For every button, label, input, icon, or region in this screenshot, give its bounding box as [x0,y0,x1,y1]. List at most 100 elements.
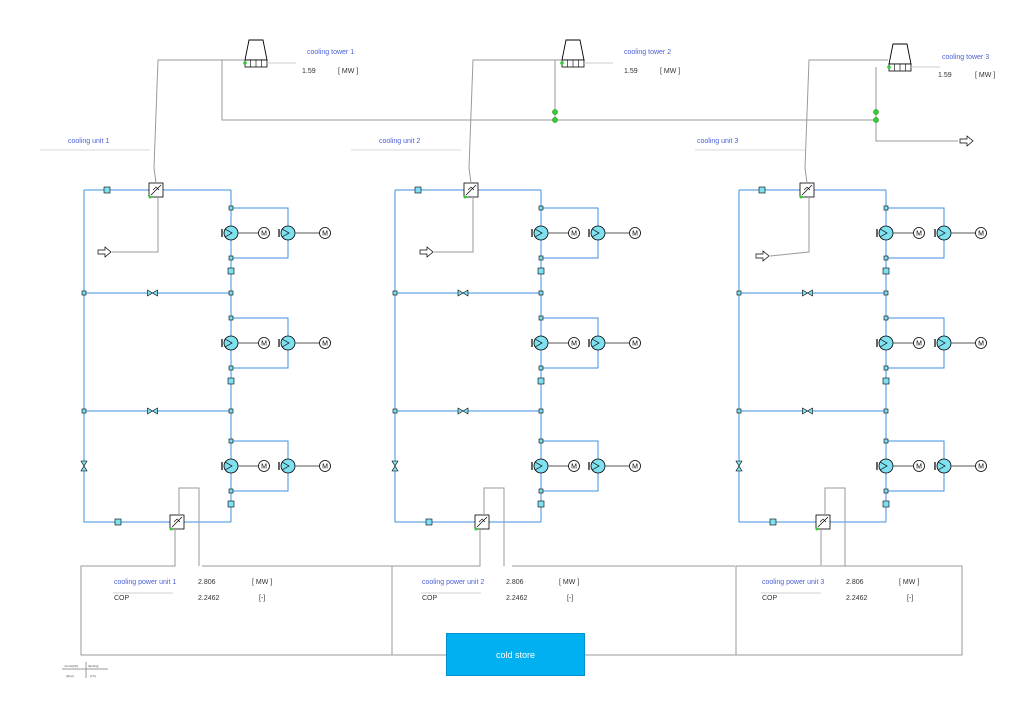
unit-2-row-2-node-b [538,365,544,371]
cooling-tower-3-value: 1.59 [938,72,952,79]
unit-1-motor-2b-icon-body [319,337,331,349]
unit-3-bypass-valve-2-shape [802,407,813,415]
header-junction-3 [873,117,879,123]
unit-2-bypass-node-1 [392,290,398,296]
unit-2-condenser-hx-icon-diag [465,184,477,196]
unit-3-motor-1a-icon: M [913,227,925,239]
unit-1-row-2-return [231,343,289,369]
cooling-tower-1-label: cooling tower 1 [307,49,355,56]
unit-2-motor-2a-icon-letter: M [571,341,577,348]
unit-3-evaporator-hx-icon-diag [817,516,829,528]
unit-3-pump-1a-icon-arrow [879,228,888,238]
unit-3-tower-supply [804,59,888,184]
unit-2-motor-2a-icon-body [568,337,580,349]
unit-1-motor-2b-icon-letter: M [322,341,328,348]
unit-2-pump-3a-icon [531,458,549,474]
unit-1-evaporator-hx-icon-zig [173,518,181,523]
unit-3-chw-in [824,487,846,566]
unit-2-pump-3b-icon-body [590,458,606,474]
cooling-tower-3-unit: [ MW ] [975,72,996,79]
unit-3-pump-1b-icon-arrow [937,228,946,238]
unit-2-row-1-node-a [538,205,544,211]
unit-1-left-valve [80,460,88,472]
cooling-tower-1-icon-conn [243,61,247,65]
unit-1-pump-1b-icon [278,225,296,241]
unit-3-motor-1a-icon-body [913,227,925,239]
cop-unit-3-label: COP [762,595,778,602]
unit-1-bypass-node-1 [81,290,87,296]
unit-1-pump-1a-icon-arrow [224,228,233,238]
unit-1-pump-3b-icon-arrow [281,461,290,471]
unit-3-pump-3a-icon [876,458,894,474]
unit-1-pump-3a-icon [221,458,239,474]
unit-3-pump-2b-icon [934,335,952,351]
cold-store-return [585,565,963,656]
unit-2-row-2-meter [537,377,545,385]
unit-3-row-3-node-a [883,438,889,444]
unit-2-row-1-supply [541,207,599,233]
unit-1-pump-2a-icon-arrow [224,338,233,348]
unit-2-evaporator-hx-icon-conn [474,527,478,531]
unit-2-chw-in [483,487,505,566]
unit-2-pump-2b-icon-arrow [591,338,600,348]
unit-3-row-2-node-a [883,315,889,321]
cooling-tower-2-icon [560,39,585,68]
unit-3-motor-1b-icon-letter: M [978,231,984,238]
unit-2-evaporator-hx-icon-zig [478,518,486,523]
unit-2-motor-3a-icon-letter: M [571,464,577,471]
unit-2-inlet-arrow-icon [419,246,434,258]
unit-2-motor-2b-icon: M [629,337,641,349]
unit-2-motor-3a-icon: M [568,460,580,472]
unit-3-top-sensor [758,186,766,194]
unit-1-motor-1b-icon-body [319,227,331,239]
unit-3-inlet-line [769,197,810,257]
unit-3-row-3-supply [886,440,945,466]
tower-outlet-line [875,120,958,142]
unit-3-motor-3a-icon-letter: M [916,464,922,471]
unit-1-bypass-valve-1 [147,289,158,297]
unit-1-row-3-return [231,466,289,492]
unit-3-motor-1a-icon-letter: M [916,231,922,238]
legend-cell-1: mmdot[t/h] [64,664,79,668]
unit-2-bypass-valve-2 [457,407,469,415]
unit-3-pump-1b-icon-body [936,225,952,241]
cop-unit-2-unit: [-] [567,595,574,602]
unit-2-pump-3b-icon-arrow [591,461,600,471]
unit-1-top-sensor [103,186,111,194]
unit-2-pump-1b-icon-arrow [591,228,600,238]
unit-1-motor-1a-icon: M [258,227,270,239]
unit-3-motor-3b-icon-body [975,460,987,472]
cold-store-block[interactable]: cold store [446,633,585,676]
unit-1-inlet-line [112,197,159,253]
unit-1-motor-2a-icon-body [258,337,270,349]
unit-1-pump-2b-icon [278,335,296,351]
cooling-power-unit-3-value: 2.806 [846,579,864,586]
cooling-tower-2-label: cooling tower 2 [624,49,672,56]
unit-2-motor-1a-icon-letter: M [571,231,577,238]
unit-1-motor-3b-icon: M [319,460,331,472]
unit-3-left-valve [735,460,743,472]
unit-2-bypass-node-2 [392,408,398,414]
unit-3-pump-2a-icon [876,335,894,351]
unit-1-bypass-node-2 [81,408,87,414]
unit-1-row-3-supply [231,440,289,466]
unit-1-motor-3a-icon: M [258,460,270,472]
unit-2-row-3-supply [541,440,599,466]
unit-2-chw-out [391,529,481,655]
unit-3-condenser-hx-icon [799,182,815,199]
unit-1-pump-3b-icon [278,458,296,474]
unit-3-pump-2a-icon-arrow [879,338,888,348]
unit-1-motor-1a-icon-letter: M [261,231,267,238]
unit-3-row-1-node-a [883,205,889,211]
unit-1-chw-out [80,529,176,655]
unit-1-row-2-node-a [228,315,234,321]
tower-3-riser-junction [873,109,879,115]
unit-1-motor-2b-icon: M [319,337,331,349]
unit-3-condenser-hx-icon-diag [801,184,813,196]
unit-2-pump-1a-icon-arrow [534,228,543,238]
unit-2-condenser-hx-icon [463,182,479,199]
unit-1-inlet-arrow-icon-shape [97,246,112,258]
unit-3-pump-2a-icon-body [878,335,894,351]
unit-3-chw-out [735,529,822,655]
unit-2-motor-1b-icon: M [629,227,641,239]
